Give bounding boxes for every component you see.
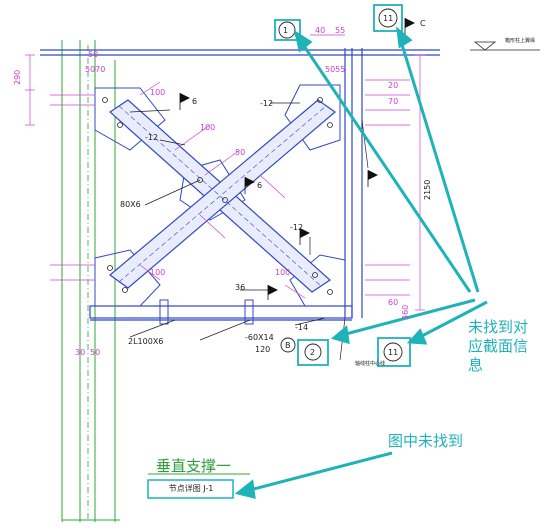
label-dim-100c: 100 xyxy=(150,268,165,277)
callout-boxes xyxy=(274,4,411,367)
label-dim-55: 55 xyxy=(335,26,345,35)
label-dim-2150: 2150 xyxy=(423,180,432,200)
label-dim-70: 70 xyxy=(388,97,398,106)
text-labels: 1 11 2 11 B C 箱形柱上翼缘 -12 -12 -12 -14 80X… xyxy=(13,14,535,367)
label-center: 轴线柱中心线 xyxy=(355,360,385,367)
label-dim-120: 120 xyxy=(255,345,270,354)
label-ref: 箱形柱上翼缘 xyxy=(505,37,535,44)
section-flags xyxy=(180,18,415,295)
bolt-marks xyxy=(102,97,333,295)
annotation-not-found-in-figure: 图中未找到 xyxy=(388,432,464,450)
label-circle-b: B xyxy=(285,341,291,350)
label-circle-11-bottom: 11 xyxy=(388,348,398,357)
label-plate-12c: -12 xyxy=(290,223,303,232)
label-circle-2: 2 xyxy=(310,348,315,357)
label-dim-100d: 100 xyxy=(275,268,290,277)
label-dim-5070: 5070 xyxy=(85,65,105,74)
elevation-marker xyxy=(470,41,540,51)
label-dim-100a: 100 xyxy=(150,88,165,97)
label-plate-12b: -12 xyxy=(145,133,158,142)
label-dim-5055: 5055 xyxy=(325,65,345,74)
label-dim-290: 290 xyxy=(13,70,22,85)
label-plate-14: -14 xyxy=(295,323,308,332)
section-flag-poles xyxy=(179,18,406,300)
brace-centerlines xyxy=(118,105,327,287)
label-member-80x6: 80X6 xyxy=(120,200,141,209)
label-circle-1: 1 xyxy=(283,26,288,35)
dimension-lines xyxy=(25,34,425,311)
label-plate-12a: -12 xyxy=(260,99,273,108)
label-dim-50-bottom: 50 xyxy=(90,348,100,357)
leader-lines xyxy=(129,102,369,361)
label-flag-c6b: 6 xyxy=(257,181,262,190)
label-member-60x14: -60X14 xyxy=(245,333,274,342)
annotation-not-found-section: 未找到对应截面信息 xyxy=(468,318,529,374)
detail-ref-box xyxy=(147,479,234,499)
right-column xyxy=(344,48,363,318)
label-section-tag: C xyxy=(420,19,426,28)
label-dim-360: 360 xyxy=(401,305,410,320)
label-dim-30: 30 xyxy=(75,348,85,357)
label-circle-11-top: 11 xyxy=(383,14,393,23)
label-dim-100b: 100 xyxy=(200,123,215,132)
detail-ref-label: 节点详图 J-1 xyxy=(168,484,214,493)
annotation-arrows xyxy=(234,26,488,499)
label-flag-c6a: 6 xyxy=(192,97,197,106)
label-member-2l100x6: 2L100X6 xyxy=(128,337,163,346)
diagonal-brace-b xyxy=(109,99,336,289)
label-dim-60: 60 xyxy=(388,298,398,307)
label-dim-20: 20 xyxy=(388,81,398,90)
label-dim-50b: 50 xyxy=(235,148,245,157)
top-beam xyxy=(40,49,440,56)
bottom-beam xyxy=(89,305,353,321)
label-dim-50-top: 50 xyxy=(88,50,98,59)
vertical-brace-title: 垂直支撑一 xyxy=(156,457,232,475)
label-dim-36: 36 xyxy=(235,283,245,292)
label-dim-40: 40 xyxy=(315,26,325,35)
circle-callouts xyxy=(278,8,403,362)
